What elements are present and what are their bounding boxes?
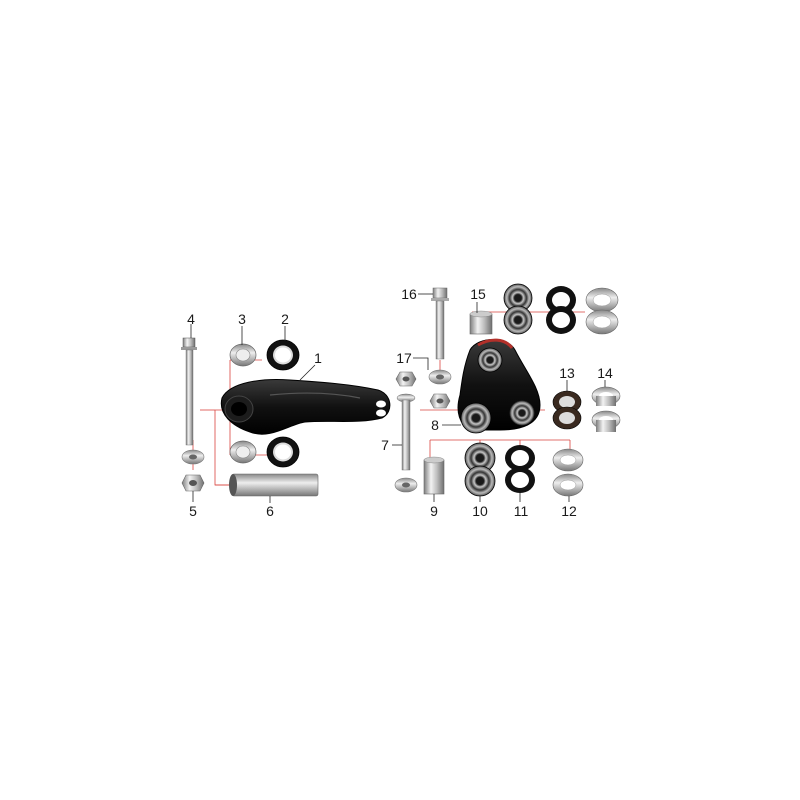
callout-1: 1 (314, 350, 322, 366)
callout-15: 15 (470, 286, 486, 302)
part-15-collar-upper (585, 287, 619, 313)
callout-10: 10 (472, 503, 488, 519)
callout-7: 7 (381, 437, 389, 453)
part-17-washer (428, 369, 452, 385)
part-15-seal-upper (546, 286, 576, 314)
callout-9: 9 (430, 503, 438, 519)
part-3-washer-upper (229, 343, 257, 367)
callout-13: 13 (559, 365, 575, 381)
part-12-collar-lower (552, 473, 584, 497)
part-6-sleeve (229, 473, 319, 497)
part-5-nut (181, 474, 205, 492)
callout-16: 16 (401, 286, 417, 302)
part-4-washer (181, 449, 205, 465)
part-1-link-arm (220, 379, 391, 435)
callout-17: 17 (396, 350, 412, 366)
part-14-bushing-lower (591, 410, 621, 432)
part-8-bearing-right (509, 400, 535, 426)
leader-lines (190, 293, 606, 503)
part-2-seal-upper (266, 339, 300, 371)
callout-4: 4 (187, 311, 195, 327)
part-8-bearing-left (460, 402, 492, 434)
callout-3: 3 (238, 311, 246, 327)
part-15-bearing-lower (503, 305, 533, 335)
part-10-bearing-lower (464, 465, 496, 497)
part-17-nut-right (429, 393, 451, 409)
callout-11: 11 (514, 503, 529, 519)
part-8-bearing-upper (477, 347, 503, 373)
callout-14: 14 (597, 365, 613, 381)
part-15-collar-lower (585, 309, 619, 335)
part-15-seal-lower (546, 306, 576, 334)
part-13-seal-lower (552, 406, 582, 430)
part-15-sleeve (469, 310, 493, 335)
part-9-sleeve (423, 456, 445, 495)
part-11-seal-upper (505, 445, 535, 471)
callout-5: 5 (189, 503, 197, 519)
part-4-long-bolt (181, 337, 197, 446)
part-12-collar-upper (552, 448, 584, 472)
callout-8: 8 (431, 417, 439, 433)
callout-12: 12 (561, 503, 577, 519)
part-7-washer (394, 477, 418, 493)
part-11-seal-lower (505, 467, 535, 493)
part-7-bolt (396, 393, 416, 471)
callout-2: 2 (281, 311, 289, 327)
part-17-nut-left (395, 371, 417, 387)
callout-6: 6 (266, 503, 274, 519)
part-3-washer-lower (229, 440, 257, 464)
part-2-seal-lower (266, 436, 300, 468)
part-16-bolt (431, 287, 449, 360)
part-14-bushing-upper (591, 386, 621, 406)
